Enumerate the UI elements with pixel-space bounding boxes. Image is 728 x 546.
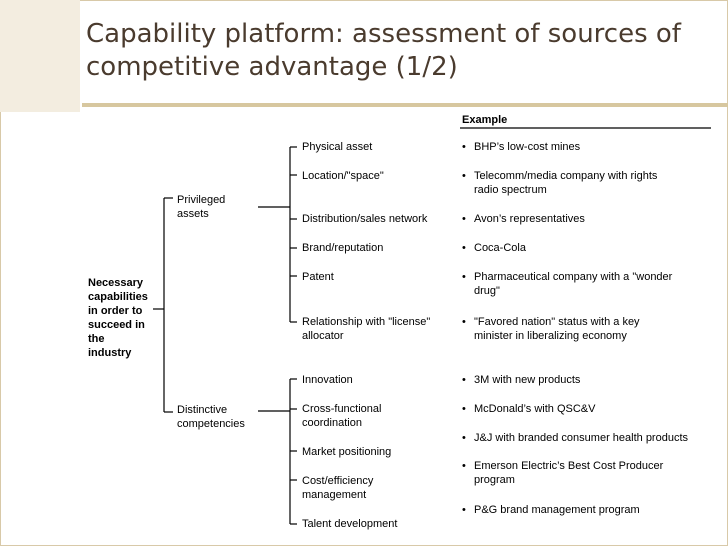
root-label-line: in order to (88, 304, 148, 318)
group-distinctive-competencies: Distinctive competencies (177, 403, 245, 431)
bullet-icon: • (462, 431, 466, 445)
asset-item: Patent (302, 270, 334, 284)
bullet-icon: • (462, 270, 466, 284)
group-label-line: assets (177, 207, 225, 221)
example-line: radio spectrum (474, 183, 657, 197)
asset-item: Brand/reputation (302, 241, 383, 255)
example-text: Telecomm/media company with rights radio… (474, 169, 657, 197)
competency-item: Talent development (302, 517, 397, 531)
bullet-icon: • (462, 503, 466, 517)
root-node: Necessary capabilities in order to succe… (88, 276, 148, 360)
example-line: minister in liberalizing economy (474, 329, 640, 343)
bullet-icon: • (462, 140, 466, 154)
group-label-line: competencies (177, 417, 245, 431)
example-text: Coca-Cola (474, 241, 526, 255)
example-line: Emerson Electric’s Best Cost Producer (474, 459, 663, 473)
asset-item: Distribution/sales network (302, 212, 427, 226)
bullet-icon: • (462, 402, 466, 416)
example-line: program (474, 473, 663, 487)
bullet-icon: • (462, 315, 466, 329)
example-text: Pharmaceutical company with a "wonder dr… (474, 270, 672, 298)
root-label-line: industry (88, 346, 148, 360)
bullet-icon: • (462, 212, 466, 226)
asset-line: Relationship with "license" (302, 315, 430, 329)
group-label-line: Distinctive (177, 403, 245, 417)
bullet-icon: • (462, 169, 466, 183)
competency-line: management (302, 488, 373, 502)
competency-line: Cross-functional (302, 402, 381, 416)
bullet-icon: • (462, 459, 466, 473)
example-line: "Favored nation" status with a key (474, 315, 640, 329)
example-text: "Favored nation" status with a key minis… (474, 315, 640, 343)
asset-item: Relationship with "license" allocator (302, 315, 430, 343)
competency-item: Innovation (302, 373, 353, 387)
example-text: McDonald’s with QSC&V (474, 402, 595, 416)
competency-item: Cross-functional coordination (302, 402, 381, 430)
group-label-line: Privileged (177, 193, 225, 207)
example-line: Telecomm/media company with rights (474, 169, 657, 183)
competency-item: Market positioning (302, 445, 391, 459)
example-text: BHP’s low-cost mines (474, 140, 580, 154)
group-privileged-assets: Privileged assets (177, 193, 225, 221)
example-header: Example (462, 113, 507, 127)
competency-line: coordination (302, 416, 381, 430)
competency-line: Cost/efficiency (302, 474, 373, 488)
bullet-icon: • (462, 373, 466, 387)
asset-item: Physical asset (302, 140, 372, 154)
asset-line: allocator (302, 329, 430, 343)
example-line: Pharmaceutical company with a "wonder (474, 270, 672, 284)
example-text: J&J with branded consumer health product… (474, 431, 688, 445)
root-label-line: capabilities (88, 290, 148, 304)
root-label-line: the (88, 332, 148, 346)
competency-item: Cost/efficiency management (302, 474, 373, 502)
example-text: 3M with new products (474, 373, 580, 387)
example-text: P&G brand management program (474, 503, 640, 517)
asset-item: Location/"space" (302, 169, 384, 183)
example-line: drug" (474, 284, 672, 298)
example-text: Emerson Electric’s Best Cost Producer pr… (474, 459, 663, 487)
root-label-line: succeed in (88, 318, 148, 332)
example-text: Avon’s representatives (474, 212, 585, 226)
bullet-icon: • (462, 241, 466, 255)
root-label-line: Necessary (88, 276, 148, 290)
